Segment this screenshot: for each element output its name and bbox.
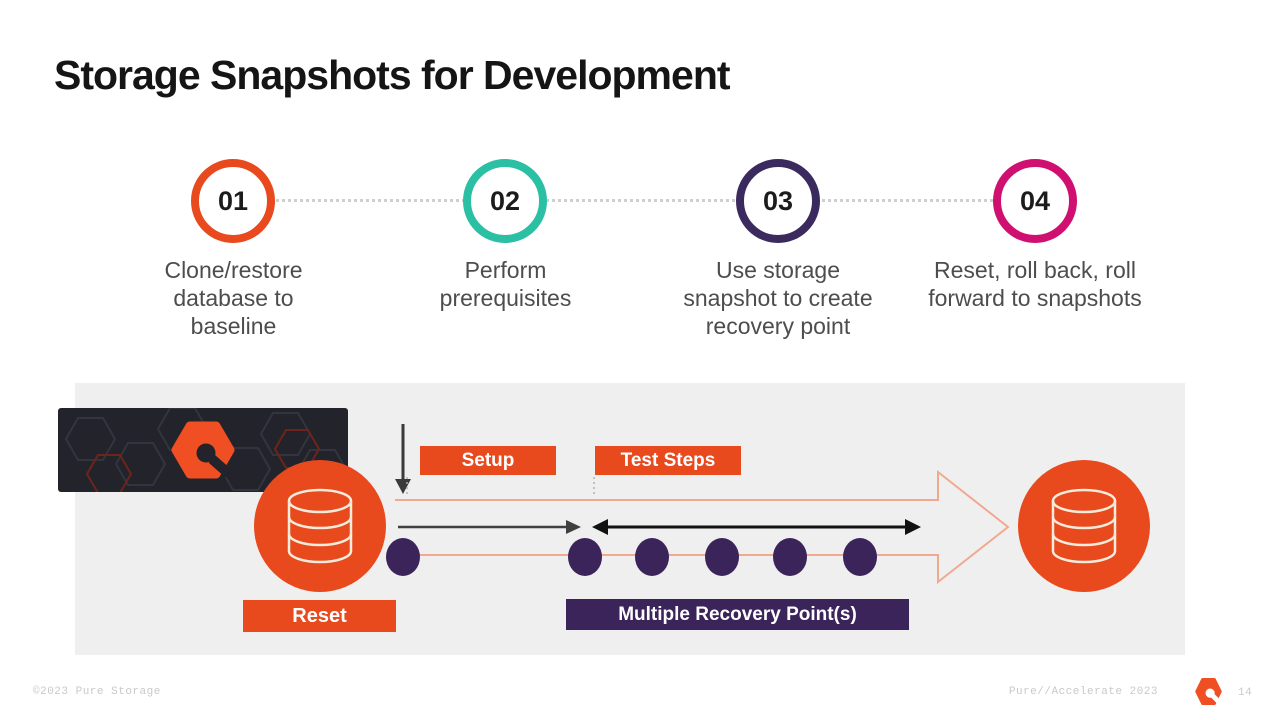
step-circle-02: 02 [463,159,547,243]
pure-storage-logo-icon [1195,678,1222,705]
footer-event-name: Pure//Accelerate 2023 [1008,686,1158,698]
step-number: 01 [217,185,249,216]
footer-copyright: ©2023 Pure Storage [33,686,161,698]
step-label-1: Clone/restore database to baseline [164,257,303,339]
step-circle-01: 01 [191,159,275,243]
target-database-circle [1018,460,1150,592]
step-circle-03: 03 [736,159,820,243]
step-label-3: Use storage snapshot to create recovery … [683,257,873,339]
pure-logo-banner [171,421,235,479]
step-number: 03 [762,185,794,216]
step-number: 04 [1019,185,1051,216]
database-icon [1051,488,1117,564]
step-number: 02 [489,185,521,216]
slide-title: Storage Snapshots for Development [54,52,731,98]
page-number: 14 [1238,687,1253,699]
database-icon [287,488,353,564]
step-label-4: Reset, roll back, roll forward to snapsh… [928,257,1142,311]
test-steps-label: Test Steps [595,446,741,475]
step-circle-04: 04 [993,159,1077,243]
setup-label: Setup [420,446,556,475]
pure-storage-array-banner [58,408,348,492]
reset-label: Reset [243,600,396,632]
step-label-2: Perform prerequisites [439,257,572,311]
source-database-circle [254,460,386,592]
recovery-points-label: Multiple Recovery Point(s) [566,599,909,630]
steps-dotted-connector-line [233,199,1035,202]
